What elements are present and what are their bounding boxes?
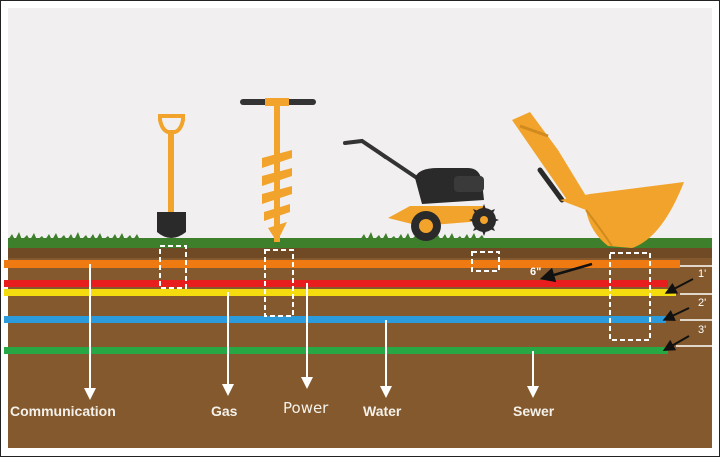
dig-zones xyxy=(159,245,651,341)
depth-arrow-6in xyxy=(539,262,593,283)
label-water: Water xyxy=(363,403,402,419)
power-line xyxy=(4,280,668,287)
label-sewer: Sewer xyxy=(513,403,555,419)
communication-line xyxy=(4,260,680,268)
depth-label-3ft: 3' xyxy=(698,324,707,336)
depth-label-6in: 6" xyxy=(530,266,542,278)
excavator-dig-zone xyxy=(609,252,651,341)
water-line xyxy=(4,316,666,323)
depth-arrow-3ft xyxy=(662,335,690,351)
auger-dig-zone xyxy=(264,249,294,317)
excavator-bucket-icon xyxy=(512,112,684,248)
tiller-dig-zone xyxy=(471,251,500,272)
depth-label-2ft: 2' xyxy=(698,297,707,309)
soil xyxy=(8,242,712,448)
topsoil-band xyxy=(8,248,712,258)
label-power: Power xyxy=(283,399,329,417)
shovel-icon xyxy=(157,114,186,238)
label-gas: Gas xyxy=(211,403,238,419)
depth-scale xyxy=(676,265,717,347)
auger-icon xyxy=(240,98,316,242)
tiller-icon xyxy=(343,138,499,241)
depth-arrow-1ft xyxy=(664,278,694,294)
sewer-line xyxy=(4,347,668,354)
depth-label-1ft: 1' xyxy=(698,268,707,280)
shovel-dig-zone xyxy=(159,245,187,289)
gas-line xyxy=(4,289,676,296)
depth-arrow-2ft xyxy=(662,307,690,321)
label-communication: Communication xyxy=(10,403,116,419)
